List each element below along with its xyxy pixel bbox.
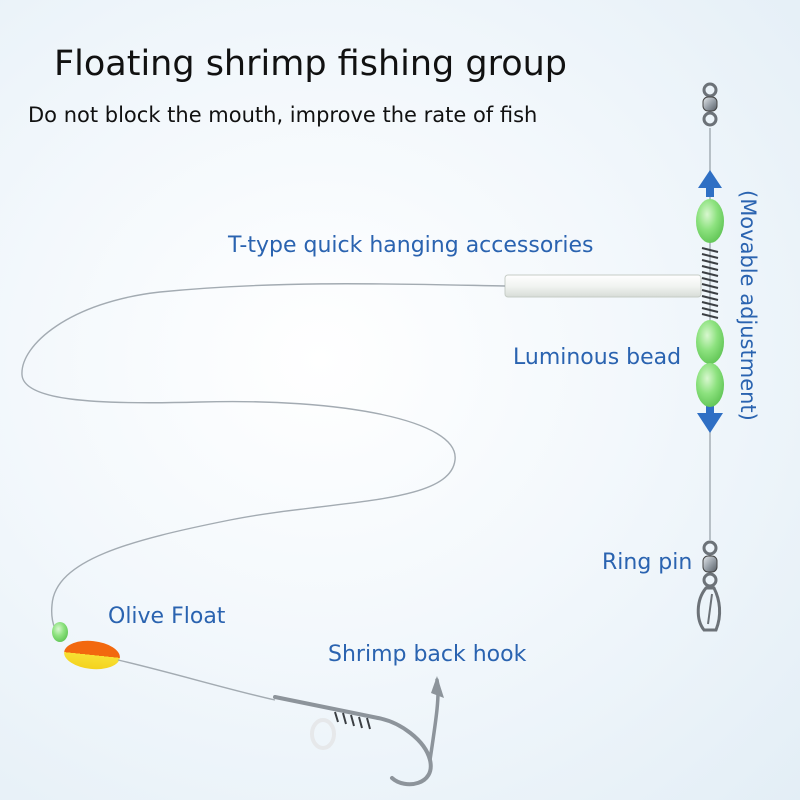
spring-coil — [701, 247, 719, 319]
arrow-up — [698, 170, 722, 197]
label-olive-float: Olive Float — [108, 604, 226, 629]
small-bead — [52, 622, 68, 642]
swivel-top — [702, 82, 718, 127]
diagram-subtitle: Do not block the mouth, improve the rate… — [28, 103, 538, 127]
leader-line — [21, 283, 506, 641]
label-ring-pin: Ring pin — [602, 550, 693, 575]
luminous-bead-2 — [696, 320, 724, 364]
shrimp-hook — [273, 676, 444, 787]
luminous-bead-1 — [696, 199, 724, 243]
t-type-tube — [504, 274, 702, 298]
label-movable-adjustment: (Movable adjustment) — [736, 190, 760, 421]
olive-float — [64, 640, 120, 670]
hook-line — [117, 659, 276, 701]
label-t-type: T-type quick hanging accessories — [228, 233, 594, 258]
ring-pin-snap — [696, 540, 722, 632]
label-shrimp-hook: Shrimp back hook — [328, 642, 527, 667]
diagram-title: Floating shrimp fishing group — [54, 44, 568, 84]
luminous-bead-3 — [696, 363, 724, 407]
label-luminous-bead: Luminous bead — [513, 345, 682, 370]
